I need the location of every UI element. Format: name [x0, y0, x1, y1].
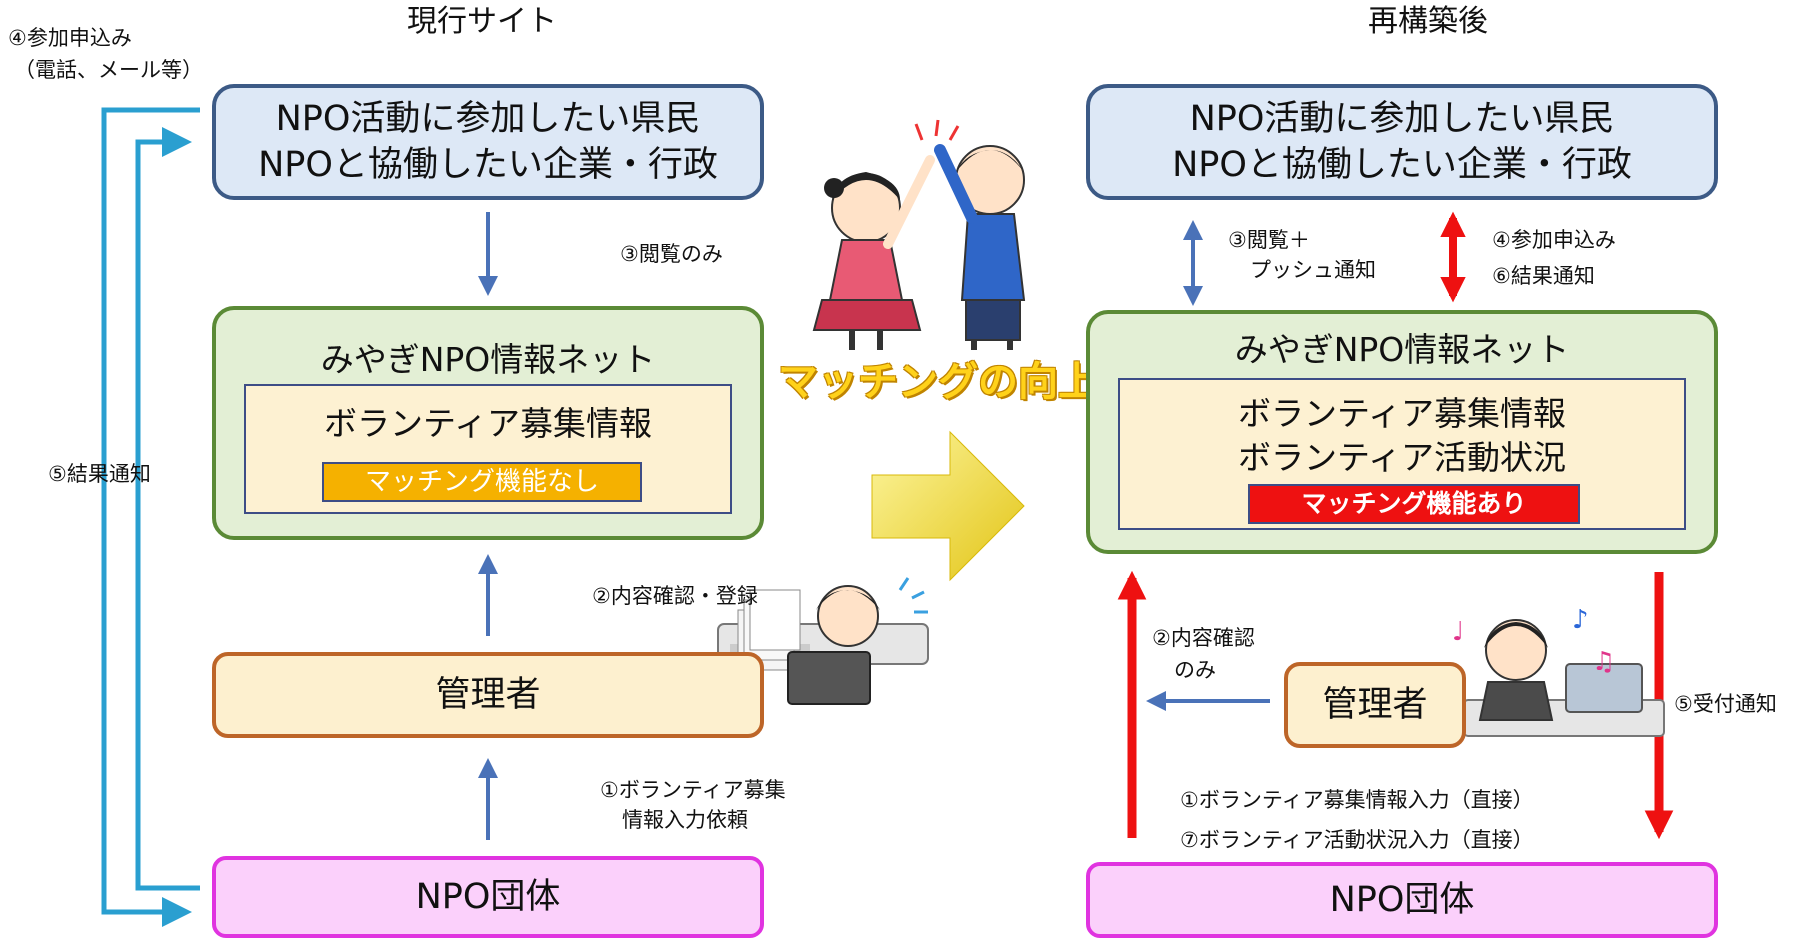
admin-label-left: 管理者: [435, 675, 541, 715]
apply-loop-line: [101, 107, 200, 927]
svg-text:♫: ♫: [1592, 647, 1615, 677]
volunteer-info-label-left: ボランティア募集情報: [323, 404, 653, 443]
site-name-left: みやぎNPO情報ネット: [320, 340, 656, 379]
npo-label-right: NPO団体: [1329, 880, 1475, 920]
admin-label-right: 管理者: [1322, 685, 1428, 725]
transition-arrow: [871, 430, 1025, 582]
npo-box-left: NPO団体: [212, 856, 764, 938]
apply-label-left: ④参加申込み: [8, 26, 132, 50]
volunteer-info-label-right: ボランティア募集情報: [1237, 394, 1567, 433]
matching-improvement-text: マッチングの向上: [778, 359, 1098, 405]
apply-label-right: ④参加申込み: [1492, 228, 1616, 252]
matching-off-badge: マッチング機能なし: [322, 462, 642, 502]
matching-on-badge: マッチング機能あり: [1248, 484, 1580, 524]
rebuild-title: 再構築後: [1368, 4, 1488, 39]
npo-label-left: NPO団体: [415, 877, 561, 917]
confirm-only-label-l2: のみ: [1174, 658, 1216, 682]
users-line1: NPO活動に参加したい県民: [275, 99, 701, 139]
users-line2-right: NPOと協働したい企業・行政: [1172, 145, 1632, 185]
direct-input-label-2: ⑦ボランティア活動状況入力（直接）: [1180, 828, 1534, 852]
site-name-right: みやぎNPO情報ネット: [1234, 330, 1570, 369]
users-line1-right: NPO活動に参加したい県民: [1189, 99, 1615, 139]
admin-box-right: 管理者: [1284, 662, 1466, 748]
view-push-label-l1: ③閲覧＋: [1228, 228, 1310, 252]
users-line2: NPOと協働したい企業・行政: [258, 145, 718, 185]
admin-box-left: 管理者: [212, 652, 764, 738]
happy-admin-illustration: ♩ ♪ ♫ ♪: [1446, 605, 1665, 737]
view-push-label-l2: プッシュ通知: [1250, 258, 1376, 282]
confirm-register-label: ②内容確認・登録: [592, 584, 758, 608]
confirm-only-label-l1: ②内容確認: [1152, 626, 1255, 650]
volunteer-info-panel-right: ボランティア募集情報 ボランティア活動状況 マッチング機能あり: [1118, 378, 1686, 530]
input-request-label-l2: 情報入力依頼: [622, 808, 748, 832]
result-loop-line: [135, 127, 200, 891]
volunteer-status-label-right: ボランティア活動状況: [1237, 438, 1567, 477]
users-box-right: NPO活動に参加したい県民 NPOと協働したい企業・行政: [1086, 84, 1718, 200]
direct-input-label-1: ①ボランティア募集情報入力（直接）: [1180, 788, 1534, 812]
svg-text:♪: ♪: [1572, 605, 1589, 635]
high-five-illustration: [812, 119, 1026, 350]
accept-notice-label: ⑤受付通知: [1674, 692, 1777, 716]
result-notice-label-left: ⑤結果通知: [48, 462, 151, 486]
view-only-label: ③閲覧のみ: [620, 242, 723, 266]
current-site-title: 現行サイト: [407, 4, 557, 39]
svg-text:♩: ♩: [1452, 617, 1464, 647]
volunteer-info-panel-left: ボランティア募集情報 マッチング機能なし: [244, 384, 732, 514]
input-request-label-l1: ①ボランティア募集: [600, 778, 786, 802]
apply-method-label-left: （電話、メール等）: [14, 58, 203, 82]
result-notice-label-right: ⑥結果通知: [1492, 264, 1595, 288]
users-box-left: NPO活動に参加したい県民 NPOと協働したい企業・行政: [212, 84, 764, 200]
npo-box-right: NPO団体: [1086, 862, 1718, 938]
